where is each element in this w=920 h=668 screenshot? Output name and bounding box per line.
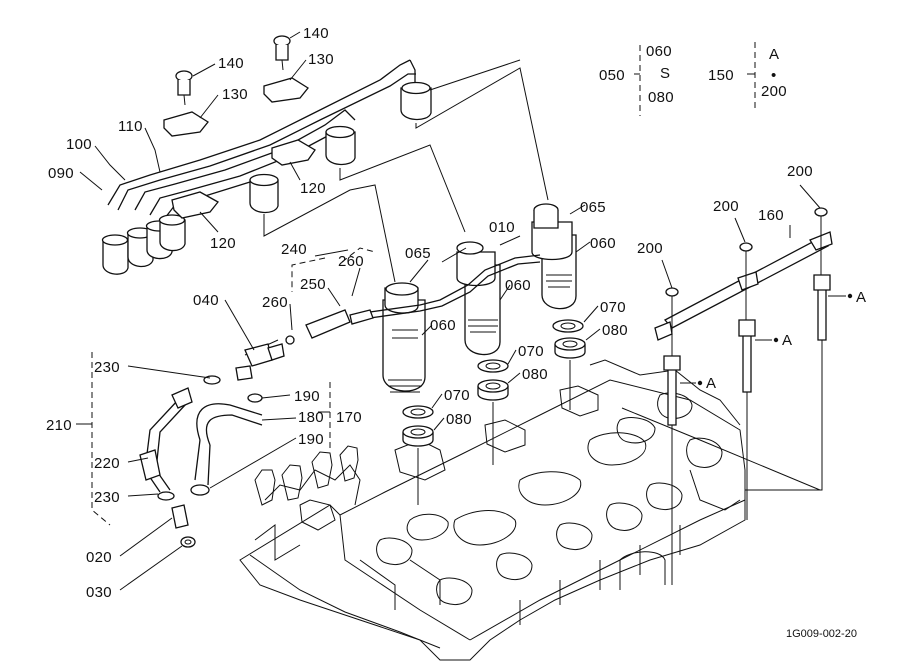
- group-bracket-240-left: [291, 257, 326, 292]
- bolt-140b: [273, 35, 291, 71]
- callout-250: 250: [300, 276, 326, 293]
- callout-240: 240: [281, 241, 307, 258]
- fuel-hose-220: [139, 375, 221, 501]
- callout-190b: 190: [298, 431, 324, 448]
- range-150-separator: •: [771, 67, 777, 84]
- pipe-cap-4: [158, 214, 186, 252]
- callout-030: 030: [86, 584, 112, 601]
- range-050-separator: S: [660, 65, 670, 82]
- range-note-150: 150 A • 200: [708, 46, 787, 100]
- injection-nozzle-middle: [456, 241, 501, 356]
- injection-pipe-010: [369, 254, 541, 313]
- injection-nozzle-right: [531, 203, 577, 310]
- callout-130b: 130: [308, 51, 334, 68]
- callout-120a: 120: [210, 235, 236, 252]
- callout-260b: 260: [338, 253, 364, 270]
- callout-210: 210: [46, 417, 72, 434]
- callout-180: 180: [298, 409, 324, 426]
- callout-220: 220: [94, 455, 120, 472]
- callout-140a: 140: [218, 55, 244, 72]
- callout-100: 100: [66, 136, 92, 153]
- callout-080c: 080: [602, 322, 628, 339]
- callout-110: 110: [118, 118, 143, 135]
- callout-200a: 200: [637, 240, 663, 257]
- callout-060a: 060: [430, 317, 456, 334]
- pipe-cap-7: [400, 81, 432, 121]
- bolt-140a: [175, 70, 193, 106]
- callout-060c: 060: [590, 235, 616, 252]
- callout-200b: 200: [713, 198, 739, 215]
- leak-off-pipe-assembly: [101, 35, 549, 283]
- callout-A3: A: [856, 289, 866, 306]
- callout-065b: 065: [580, 199, 606, 216]
- callout-130a: 130: [222, 86, 248, 103]
- callout-160: 160: [758, 207, 784, 224]
- cylinder-head: [239, 359, 746, 661]
- fuel-joint-040: [235, 343, 285, 381]
- pipe-clamp-130b: [263, 77, 309, 103]
- callout-A2: A: [782, 332, 792, 349]
- nozzle-seals: [402, 319, 586, 447]
- callout-230b: 230: [94, 489, 120, 506]
- callout-020: 020: [86, 549, 112, 566]
- callout-120b: 120: [300, 180, 326, 197]
- callout-040: 040: [193, 292, 219, 309]
- pipe-cap-1: [101, 234, 129, 275]
- callout-190a: 190: [294, 388, 320, 405]
- group-bracket-210: [91, 352, 111, 526]
- injection-nozzle-left: [382, 282, 426, 393]
- callout-090: 090: [48, 165, 74, 182]
- callout-070b: 070: [518, 343, 544, 360]
- overflow-pipe: [244, 309, 374, 356]
- pipe-clamp-120b: [271, 139, 316, 166]
- leader-lines: [76, 31, 846, 591]
- fuel-fitting-020-030: [171, 504, 196, 548]
- glow-plugs: [621, 207, 831, 585]
- arrow-dots: [697, 293, 853, 386]
- callout-A1: A: [706, 375, 716, 392]
- callout-260a: 260: [262, 294, 288, 311]
- range-150-code: 150: [708, 67, 734, 84]
- callout-230a: 230: [94, 359, 120, 376]
- callout-010: 010: [489, 219, 515, 236]
- range-150-from: A: [769, 46, 779, 63]
- pipe-clamp-130a: [163, 111, 209, 137]
- callout-080b: 080: [522, 366, 548, 383]
- callout-070c: 070: [600, 299, 626, 316]
- callout-080a: 080: [446, 411, 472, 428]
- fuel-hose-170: [190, 393, 263, 496]
- pipe-cap-5: [249, 173, 279, 214]
- range-150-to: 200: [761, 83, 787, 100]
- figure-code: 1G009-002-20: [786, 628, 857, 640]
- range-note-050: 050 060 S 080: [599, 43, 674, 106]
- callout-200c: 200: [787, 163, 813, 180]
- pipe-clamp-120a: [171, 191, 219, 219]
- callout-170: 170: [336, 409, 362, 426]
- callout-070a: 070: [444, 387, 470, 404]
- callout-065a: 065: [405, 245, 431, 262]
- callout-140b: 140: [303, 25, 329, 42]
- callout-060b: 060: [505, 277, 531, 294]
- group-bracket-240: [341, 247, 376, 263]
- range-050-to: 080: [648, 89, 674, 106]
- range-050-from: 060: [646, 43, 672, 60]
- pipe-cap-6: [325, 125, 356, 166]
- range-050-code: 050: [599, 67, 625, 84]
